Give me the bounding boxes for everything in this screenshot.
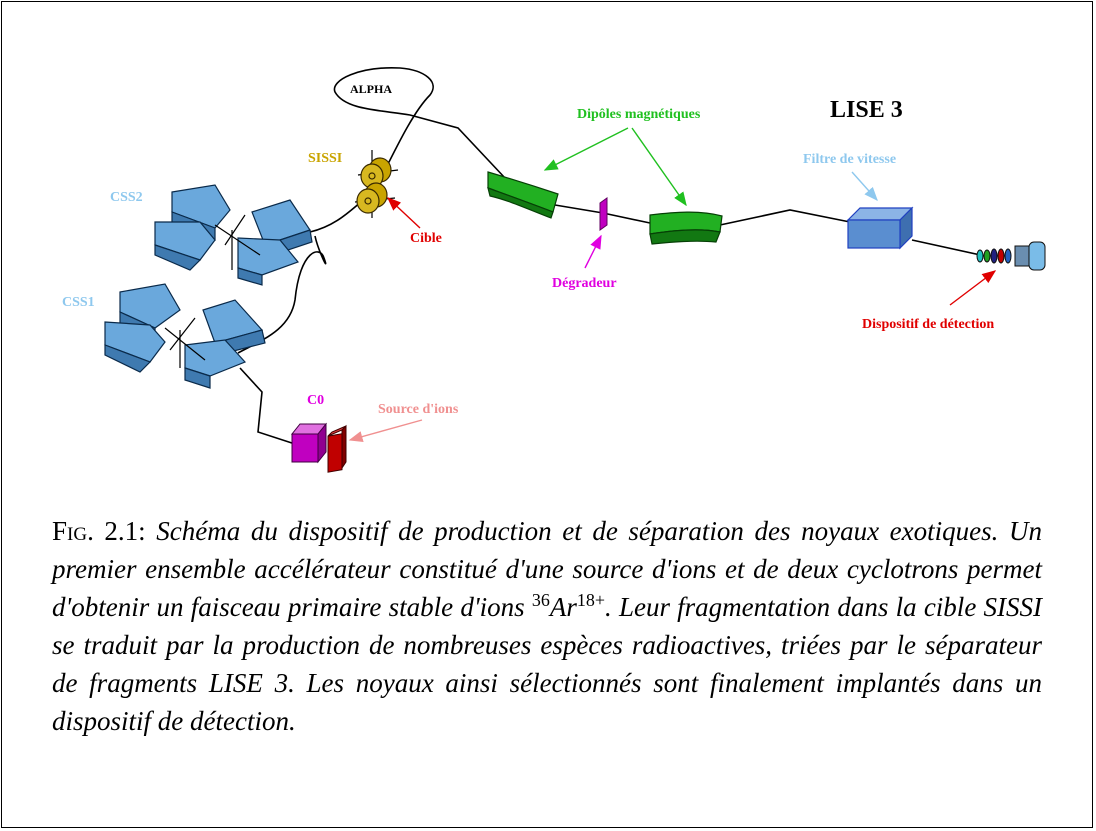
source-arrow (348, 419, 423, 443)
dipoles-label: Dipôles magnétiques (577, 107, 701, 122)
degradeur-element (599, 197, 608, 231)
figure-caption: Fig. 2.1: Schéma du dispositif de produc… (52, 512, 1042, 740)
css1-cyclotron (104, 283, 266, 389)
ion-source (327, 424, 347, 473)
css1-label: CSS1 (62, 295, 95, 310)
figure-number: Fig. 2.1: (52, 516, 146, 546)
isotope-charge: 18+ (576, 590, 605, 610)
isotope-element: Ar (549, 592, 577, 622)
dipole-1 (487, 171, 559, 219)
detection-label: Dispositif de détection (862, 317, 994, 332)
caption-text-1: Schéma du dispositif de production et de… (52, 516, 1042, 622)
css2-label: CSS2 (110, 190, 143, 205)
detection-arrow (949, 270, 997, 306)
diagram-title: LISE 3 (830, 97, 903, 123)
css2-cyclotron (154, 184, 313, 286)
sissi-label: SISSI (308, 151, 342, 166)
source-label: Source d'ions (378, 402, 459, 417)
c0-injector (290, 422, 328, 464)
filtre-arrow (851, 171, 878, 202)
sissi-target (354, 150, 399, 218)
degradeur-arrow (584, 234, 602, 269)
dipole-arrow-2 (631, 127, 687, 207)
c0-label: C0 (307, 393, 324, 408)
caption-text-2: . Leur fragmentation dans la cible SISSI… (52, 592, 1042, 736)
degradeur-label: Dégradeur (552, 276, 617, 291)
beam-line (237, 67, 986, 446)
beamline-diagram: ALPHA LISE 3 CSS2 CSS1 (62, 67, 1046, 473)
dipole-2 (649, 211, 723, 245)
velocity-filter (846, 206, 914, 250)
cible-label: Cible (410, 231, 442, 246)
filtre-label: Filtre de vitesse (803, 152, 896, 167)
cible-arrow (386, 197, 421, 229)
isotope-mass: 36 (531, 590, 550, 610)
detection-device (976, 241, 1046, 271)
dipole-arrow-1 (543, 127, 629, 171)
alpha-label: ALPHA (350, 82, 392, 96)
